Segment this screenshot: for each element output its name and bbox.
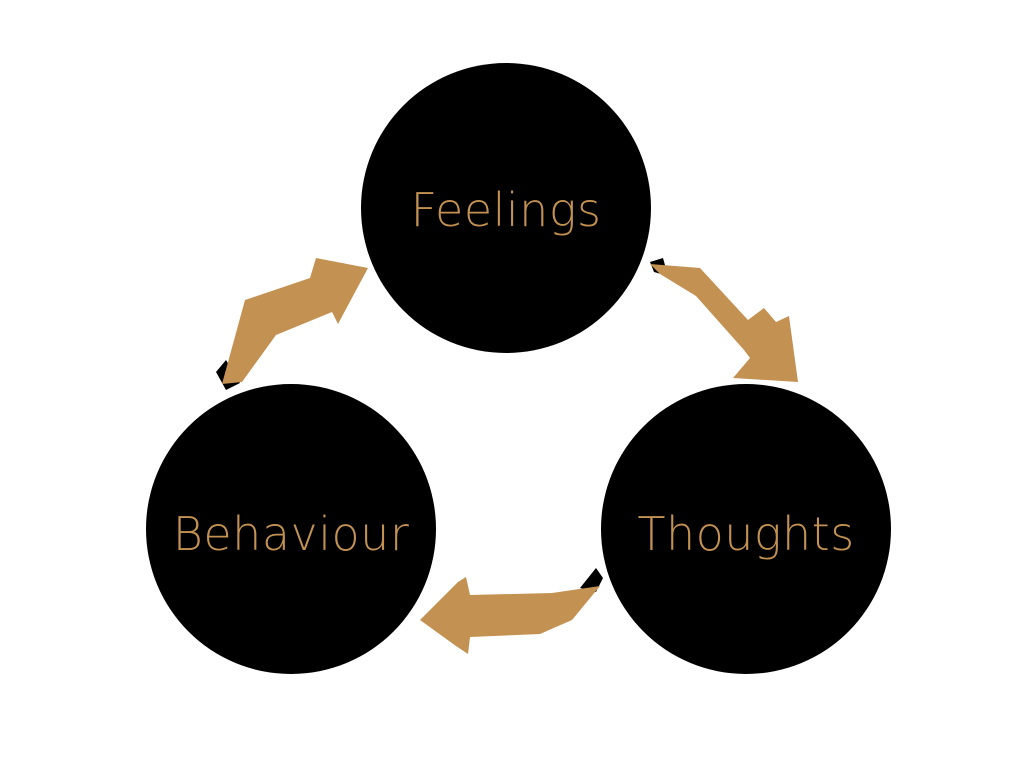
- arrow-thoughts-to-behaviour-body: [420, 577, 600, 654]
- node-feelings-circle: [361, 63, 651, 353]
- node-thoughts-circle: [601, 384, 891, 674]
- arrow-thoughts-to-behaviour-curl: [580, 568, 603, 592]
- node-thoughts-label: Thoughts: [637, 507, 854, 561]
- node-behaviour-label: Behaviour: [173, 507, 409, 561]
- arrow-feelings-to-thoughts: [650, 258, 798, 382]
- arrow-feelings-to-thoughts-body: [650, 264, 798, 382]
- node-feelings-label: Feelings: [411, 183, 602, 237]
- node-thoughts: Thoughts: [601, 384, 891, 674]
- node-behaviour: Behaviour: [146, 384, 436, 674]
- node-behaviour-circle: [146, 384, 436, 674]
- arrow-behaviour-to-feelings: [216, 258, 368, 390]
- arrow-thoughts-to-behaviour: [420, 568, 603, 654]
- node-feelings: Feelings: [361, 63, 651, 353]
- arrow-behaviour-to-feelings-body: [222, 258, 368, 384]
